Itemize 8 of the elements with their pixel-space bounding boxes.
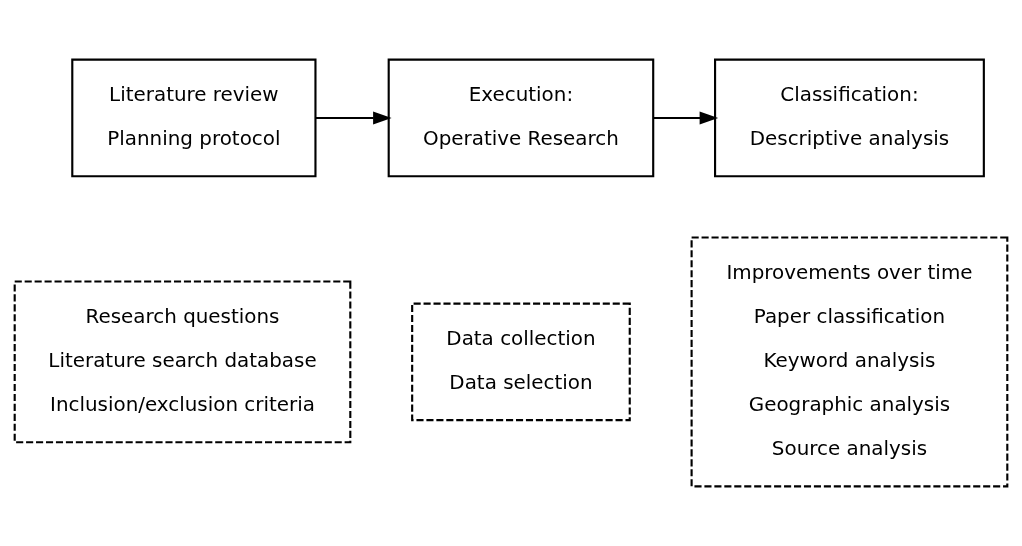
node-box: Literature review Planning protocol — [71, 58, 317, 178]
arrow — [315, 111, 392, 125]
node-box: Classification: Descriptive analysis — [714, 58, 985, 178]
arrow — [653, 111, 719, 125]
node-box: Execution: Operative Research — [387, 58, 655, 178]
node-box: Data collection Data selection — [411, 302, 631, 422]
node-box: Research questions Literature search database Inclusion/exclusion criteria — [13, 280, 352, 444]
node-box: Improvements over time Paper classification Keyword analysis Geographic analysis Source analysis — [690, 236, 1009, 488]
